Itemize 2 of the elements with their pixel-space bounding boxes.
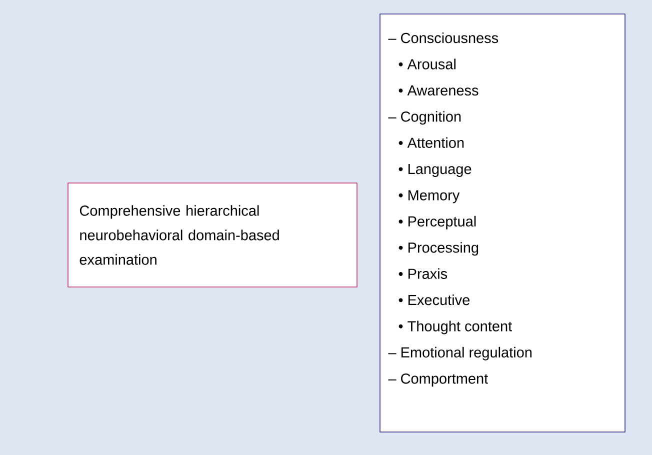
- term-box: Comprehensive hierarchical neurobehavioral domain-based examination: [68, 182, 358, 288]
- list-box: – Consciousness • Arousal • Awareness – Cognition • Attention • Language • Memory • Perceptual • Processing • Praxis • Executive • Thought content – Emotional regulation – Comportment: [380, 14, 626, 432]
